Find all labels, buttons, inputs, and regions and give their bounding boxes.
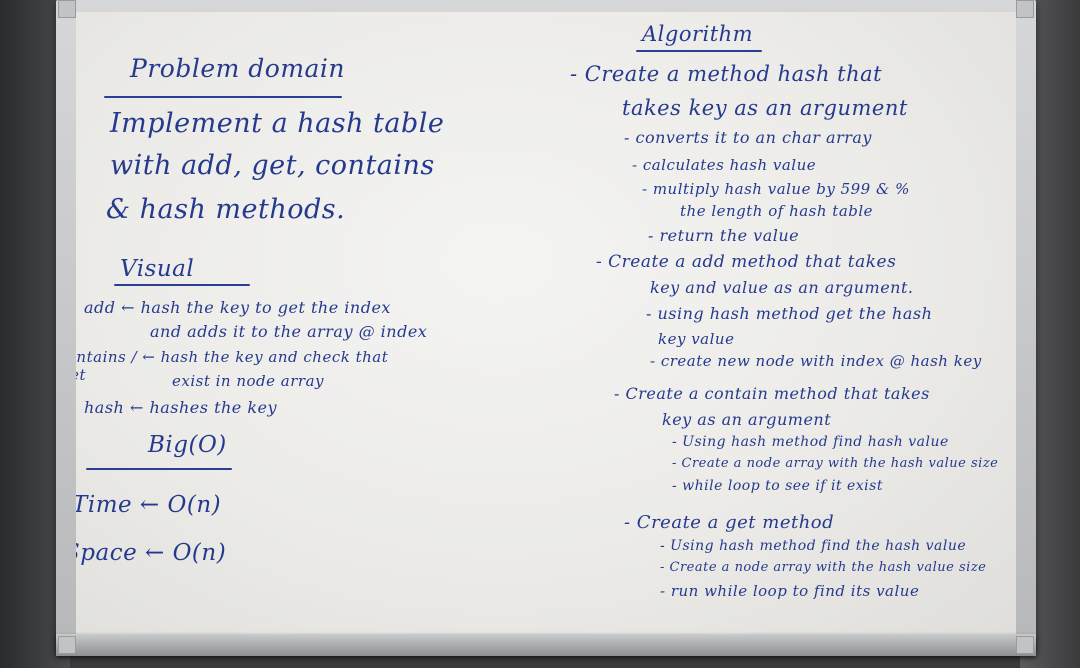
big-o-underline [86, 468, 232, 470]
visual-line: hash ← hashes the key [84, 398, 278, 417]
problem-domain-heading: Problem domain [130, 54, 346, 83]
problem-line: with add, get, contains [110, 150, 435, 181]
visual-line: add ← hash the key to get the index [84, 298, 391, 317]
problem-line: & hash methods. [106, 194, 346, 225]
algorithm-line: key as an argument [662, 410, 832, 429]
algorithm-line: - calculates hash value [632, 156, 817, 174]
problem-domain-underline [104, 96, 342, 98]
algorithm-line: - create new node with index @ hash key [650, 352, 982, 370]
algorithm-line: - using hash method get the hash [646, 304, 933, 323]
visual-line: contains / ← hash the key and check that [76, 348, 389, 366]
big-o-heading: Big(O) [148, 432, 227, 458]
algorithm-line: - Create a method hash that [570, 62, 883, 86]
algorithm-line: - Create a add method that takes [596, 252, 897, 272]
visual-heading: Visual [120, 256, 195, 282]
algorithm-line: - multiply hash value by 599 & % [642, 180, 910, 198]
frame-corner-top-left [58, 0, 76, 18]
algorithm-line: - Create a get method [624, 512, 835, 533]
algorithm-line: - run while loop to find its value [660, 582, 920, 600]
whiteboard: Problem domain Implement a hash table wi… [76, 12, 1016, 634]
algorithm-line: - converts it to an char array [624, 128, 872, 147]
problem-line: Implement a hash table [110, 108, 445, 139]
frame-corner-bottom-left [58, 636, 76, 654]
marker-tray [56, 634, 1036, 656]
algorithm-line: - Using hash method find hash value [672, 434, 949, 450]
big-o-line: Space ← O(n) [76, 540, 227, 566]
frame-corner-bottom-right [1016, 636, 1034, 654]
algorithm-line: key value [658, 330, 735, 348]
algorithm-line: key and value as an argument. [650, 278, 914, 297]
visual-line: and adds it to the array @ index [150, 322, 428, 341]
algorithm-underline [636, 50, 762, 52]
frame-corner-top-right [1016, 0, 1034, 18]
algorithm-line: - return the value [648, 226, 800, 245]
algorithm-heading: Algorithm [642, 22, 754, 46]
algorithm-line: - Using hash method find the hash value [660, 538, 967, 554]
algorithm-line: the length of hash table [680, 202, 874, 220]
visual-line: exist in node array [172, 372, 324, 390]
big-o-line: Time ← O(n) [76, 492, 222, 518]
visual-line: get [76, 366, 87, 384]
algorithm-line: - Create a node array with the hash valu… [660, 560, 987, 575]
visual-underline [114, 284, 250, 286]
algorithm-line: takes key as an argument [622, 96, 908, 120]
algorithm-line: - while loop to see if it exist [672, 478, 883, 494]
algorithm-line: - Create a node array with the hash valu… [672, 456, 999, 471]
algorithm-line: - Create a contain method that takes [614, 384, 930, 403]
